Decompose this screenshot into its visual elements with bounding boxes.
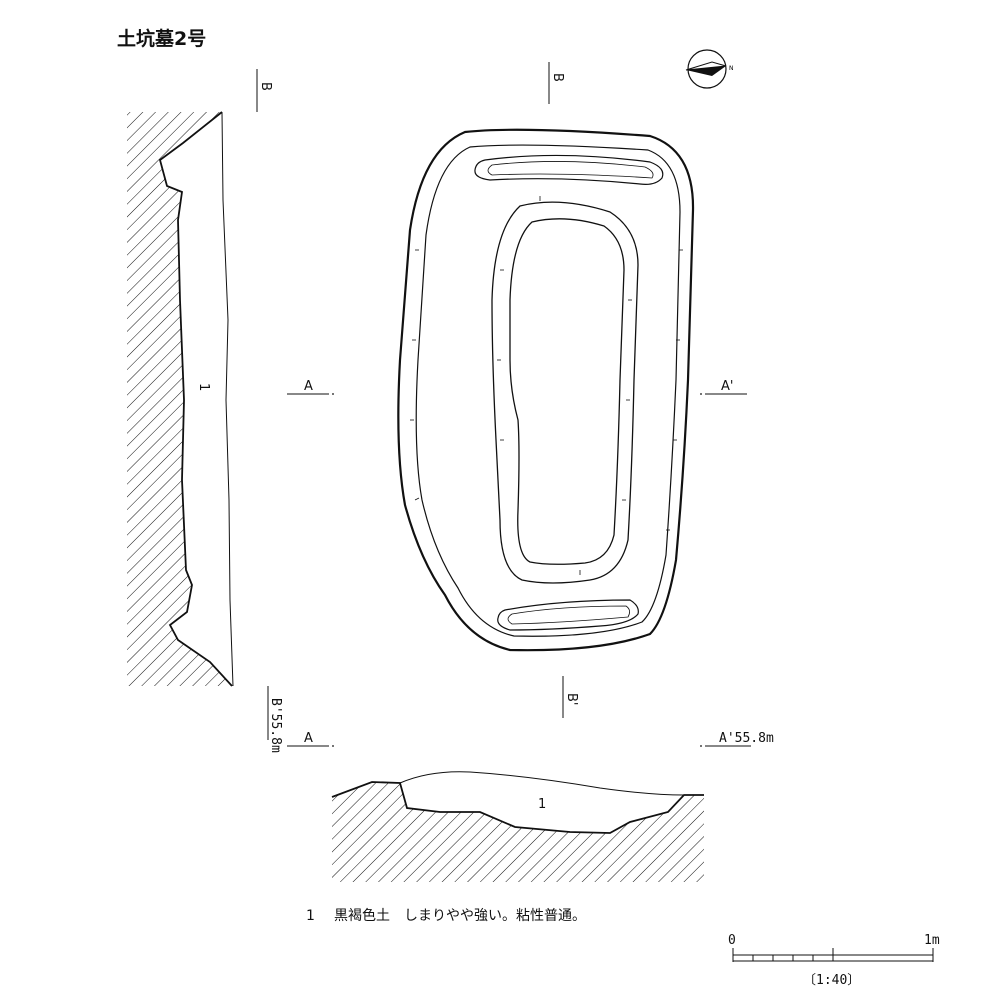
section-b-ground-line — [158, 111, 233, 687]
north-arrow-icon: N — [685, 49, 734, 89]
scale-max-label: 1m — [924, 933, 940, 948]
top-slot — [474, 154, 664, 185]
section-a-left-label: A — [304, 731, 313, 746]
section-b-layer-label: 1 — [196, 383, 211, 391]
plan-label-b: B — [550, 73, 565, 82]
scale-ratio-label: 〔1:40〕 — [803, 973, 860, 988]
section-b-bottom-label: B'55.8m — [268, 698, 283, 753]
burial-pit-inner — [509, 218, 625, 565]
section-a-profile: A A'55.8m 1 — [287, 731, 774, 882]
plan-label-a-prime: A' — [721, 379, 733, 394]
section-a-layer-label: 1 — [538, 797, 546, 812]
plan-label-b-prime: B' — [564, 693, 579, 706]
burial-pit-outer — [491, 201, 639, 584]
section-b-surface-line — [221, 111, 234, 687]
scale-zero-label: 0 — [728, 933, 736, 948]
plan-label-a: A — [304, 379, 313, 394]
section-b-top-label: B — [258, 82, 273, 91]
section-a-surface-line — [399, 771, 685, 796]
pit-outer-outline — [397, 128, 695, 652]
plan-view: B B' A A' — [287, 62, 747, 718]
section-a-right-label: A'55.8m — [719, 731, 774, 746]
scale-bar: 0 1m 〔1:40〕 — [728, 933, 940, 988]
pit-inner-terrace — [415, 144, 681, 637]
section-b-profile: B B'55.8m 1 — [127, 69, 283, 753]
legend-text: 黒褐色土 しまりやや強い。粘性普通。 — [334, 907, 586, 924]
page-title: 土坑墓2号 — [117, 27, 206, 50]
svg-text:N: N — [729, 65, 734, 72]
bottom-slot — [497, 599, 639, 631]
legend-number: 1 — [306, 908, 315, 924]
